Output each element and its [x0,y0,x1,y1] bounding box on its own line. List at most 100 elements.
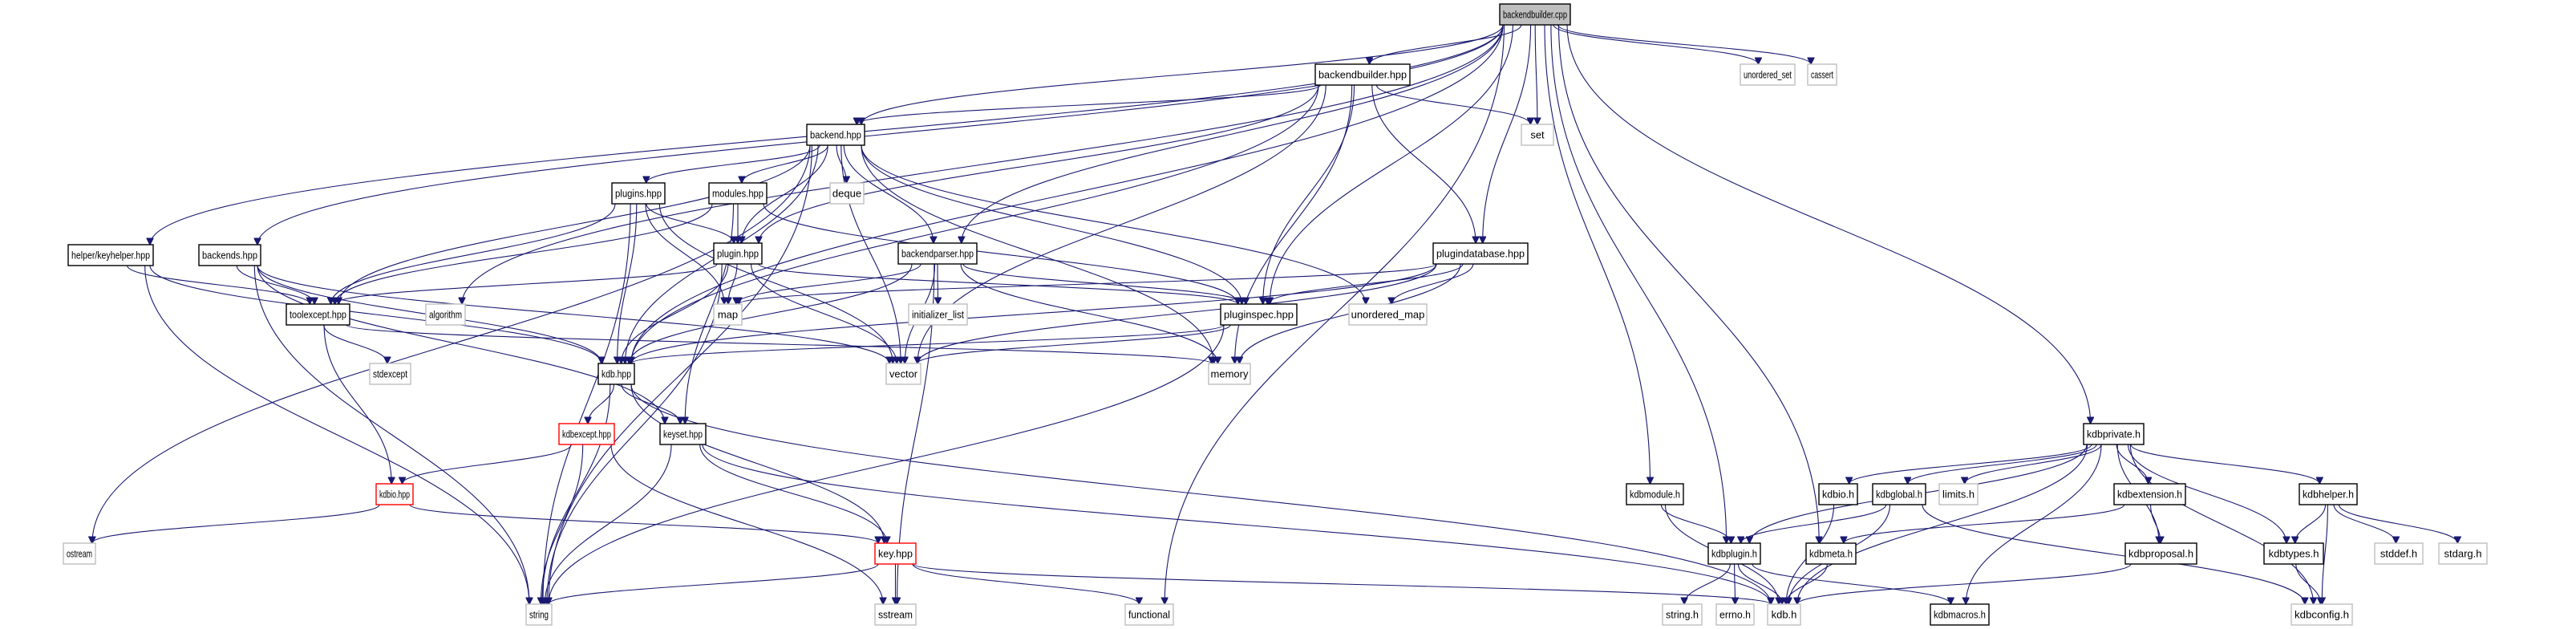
node-modules-hpp[interactable]: modules.hpp [708,182,768,205]
edge-kdb-hpp-to-kdbexcept-hpp [588,383,615,424]
node-pluginspec-hpp[interactable]: pluginspec.hpp [1220,303,1298,326]
edge-kdbexcept-hpp-to-sstream [610,444,883,604]
edge-keyset-hpp-to-key-hpp [699,444,887,543]
node-memory: memory [1208,363,1251,385]
edge-backendbuilder-cpp-to-set [1535,24,1537,124]
edge-backendbuilder-hpp-to-plugin-hpp [759,84,1319,243]
node-sstream: sstream [874,603,917,626]
edge-backendbuilder-hpp-to-kdb-hpp [631,84,1319,363]
node-toolexcept-hpp[interactable]: toolexcept.hpp [286,303,350,326]
node-helper-keyhelper-hpp[interactable]: helper/keyhelper.hpp [67,244,154,266]
node-box [558,423,615,445]
edge-backendbuilder-cpp-to-kdb-hpp [631,24,1504,363]
node-kdbprivate-h[interactable]: kdbprivate.h [2083,423,2145,445]
edge-backendbuilder-cpp-to-cassert [1557,24,1811,64]
edge-backendparser-hpp-to-pluginspec-hpp [962,263,1246,304]
node-label: kdbmodule.h [1630,489,1680,501]
node-limits-h: limits.h [1938,483,1979,505]
edge-plugins-hpp-to-vector [658,203,893,363]
edge-pluginspec-hpp-to-vector [917,324,1231,363]
node-box [708,182,768,205]
node-box [874,603,917,626]
node-label: stdexcept [373,368,407,380]
edge-toolexcept-hpp-to-kdbio-hpp [323,324,391,484]
edge-kdbio-hpp-to-ostream [92,504,380,543]
edge-kdbmodule-h-to-kdbplugin-h [1660,504,1731,543]
node-plugin-hpp[interactable]: plugin.hpp [713,242,763,265]
node-kdb-hpp[interactable]: kdb.hpp [597,363,635,385]
node-box [1432,242,1529,265]
node-box [1938,483,1979,505]
node-label: vector [889,368,918,380]
node-plugins-hpp[interactable]: plugins.hpp [611,182,666,205]
node-cassert: cassert [1807,63,1837,86]
edge-plugindatabase-hpp-to-kdb-hpp [631,263,1437,363]
edge-kdbmeta-h-to-kdb-h [1786,563,1828,604]
edge-backendparser-hpp-to-kdb-hpp [630,263,913,363]
node-set: set [1521,124,1554,146]
node-box [2113,483,2186,505]
node-label: kdbmacros.h [1934,609,1986,621]
node-backendbuilder-hpp[interactable]: backendbuilder.hpp [1314,63,1411,86]
edge-backend-hpp-to-pluginspec-hpp [861,144,1241,304]
node-label: string [529,609,549,621]
edge-backendparser-hpp-to-map [736,263,921,304]
edge-kdbprivate-h-to-kdbconfig-h [2129,444,2313,604]
edge-backendbuilder-hpp-to-set [1375,84,1530,124]
edge-plugin-hpp-to-vector [750,263,897,363]
node-errno-h: errno.h [1715,603,1755,626]
edge-kdbprivate-h-to-kdbmacros-h [1966,444,2102,604]
node-kdbplugin-h[interactable]: kdbplugin.h [1707,542,1761,565]
node-kdbglobal-h[interactable]: kdbglobal.h [1872,483,1926,505]
node-label: string.h [1666,609,1699,621]
node-box [2374,542,2424,565]
node-box [1715,603,1755,626]
node-string: string [525,603,553,626]
node-box [1521,124,1554,146]
edge-backendbuilder-hpp-to-pluginspec-hpp [1263,84,1355,304]
node-backendbuilder-cpp[interactable]: backendbuilder.cpp [1499,3,1571,26]
edge-plugindatabase-hpp-to-unordered-map [1391,263,1474,304]
edge-kdbprivate-h-to-kdbio-h [1849,444,2092,484]
node-label: kdbproposal.h [2128,548,2193,560]
edge-keyhelper-hpp-to-kdb-hpp [149,265,601,363]
edge-plugindatabase-hpp-to-pluginspec-hpp [1268,263,1464,304]
edge-key-hpp-to-string [549,563,879,604]
node-box [659,423,707,445]
edge-backend-hpp-to-memory [861,144,1213,363]
node-box [829,182,865,205]
edge-plugins-hpp-to-plugin-hpp [646,203,734,243]
edge-kdbprivate-h-to-kdbtypes-h [2127,444,2287,543]
node-stdarg-h: stdarg.h [2438,542,2488,565]
node-backends-hpp[interactable]: backends.hpp [198,244,261,266]
node-label: kdbglobal.h [1876,489,1922,501]
node-box [2290,603,2353,626]
node-kdbmeta-h[interactable]: kdbmeta.h [1805,542,1857,565]
node-kdbtypes-h[interactable]: kdbtypes.h [2263,542,2324,565]
node-keyset-hpp[interactable]: keyset.hpp [659,423,707,445]
node-label: plugin.hpp [717,248,759,260]
edge-keyhelper-hpp-to-toolexcept-hpp [127,265,310,304]
node-kdbproposal-h[interactable]: kdbproposal.h [2124,542,2197,565]
edge-backendbuilder-cpp-to-kdbmodule-h [1544,24,1651,484]
node-functional: functional [1124,603,1174,626]
node-label: kdbplugin.h [1711,548,1757,560]
node-kdbexcept-hpp[interactable]: kdbexcept.hpp [558,423,615,445]
node-kdbconfig-h: kdbconfig.h [2290,603,2353,626]
node-kdbextension-h[interactable]: kdbextension.h [2113,483,2186,505]
node-kdbmodule-h[interactable]: kdbmodule.h [1626,483,1684,505]
node-deque: deque [829,182,865,205]
edge-backend-hpp-to-backendparser-hpp [843,144,934,243]
node-kdbio-h[interactable]: kdbio.h [1818,483,1858,505]
node-backendparser-hpp[interactable]: backendparser.hpp [897,242,978,265]
node-kdbmacros-h[interactable]: kdbmacros.h [1930,603,1990,626]
node-kdb-h: kdb.h [1767,603,1801,626]
node-backend-hpp[interactable]: backend.hpp [806,124,865,146]
node-label: kdbextension.h [2117,489,2182,501]
node-plugindatabase-hpp[interactable]: plugindatabase.hpp [1432,242,1529,265]
node-key-hpp[interactable]: key.hpp [874,542,917,565]
node-kdbhelper-h[interactable]: kdbhelper.h [2299,483,2358,505]
edge-kdbplugin-h-to-string-h [1684,563,1731,604]
node-box [2263,542,2324,565]
node-kdbio-hpp[interactable]: kdbio.hpp [375,483,414,505]
